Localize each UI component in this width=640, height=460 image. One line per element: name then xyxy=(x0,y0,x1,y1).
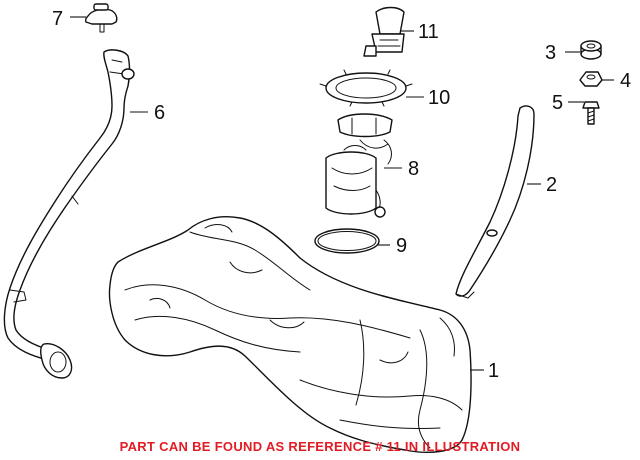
callout-8: 8 xyxy=(408,158,419,180)
callout-10: 10 xyxy=(428,87,450,109)
lock-ring xyxy=(319,69,413,107)
callout-3: 3 xyxy=(545,42,556,64)
callout-1: 1 xyxy=(488,360,499,382)
fuel-tank xyxy=(108,216,472,453)
callout-6: 6 xyxy=(154,102,165,124)
fuel-cap xyxy=(84,3,118,33)
fuel-pump xyxy=(325,113,393,218)
callout-9: 9 xyxy=(396,235,407,257)
callout-4: 4 xyxy=(620,70,631,92)
grommet xyxy=(580,40,602,60)
tank-strap xyxy=(455,105,535,299)
filler-neck xyxy=(3,49,135,379)
nut xyxy=(579,71,603,87)
seal-ring xyxy=(314,228,380,254)
callout-2: 2 xyxy=(546,174,557,196)
bolt xyxy=(582,101,600,125)
pump-cover xyxy=(363,6,405,57)
reference-note: PART CAN BE FOUND AS REFERENCE # 11 IN I… xyxy=(120,439,521,454)
callout-5: 5 xyxy=(552,92,563,114)
callout-11: 11 xyxy=(418,21,439,43)
callout-7: 7 xyxy=(52,8,63,30)
